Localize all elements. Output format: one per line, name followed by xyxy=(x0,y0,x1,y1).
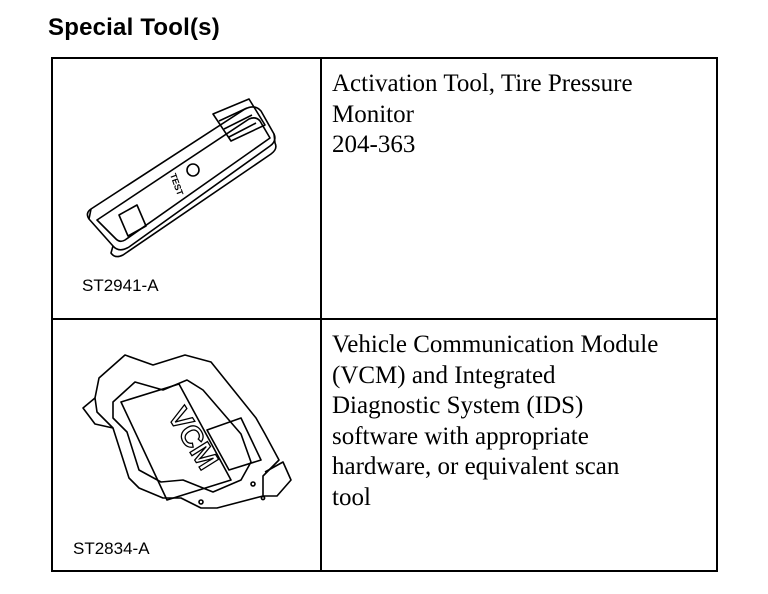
tool-description: Activation Tool, Tire Pressure Monitor 2… xyxy=(332,69,712,161)
table-row: VCM ST2834-A Vehicle Communication Modul… xyxy=(53,320,716,570)
description-line: Monitor xyxy=(332,100,414,128)
description-line: 204-363 xyxy=(332,131,416,158)
description-line: tool xyxy=(332,483,371,511)
section-heading: Special Tool(s) xyxy=(48,14,220,41)
description-line: Vehicle Communication Module xyxy=(332,331,659,358)
vcm-label: VCM xyxy=(161,402,224,476)
figure-id: ST2941-A xyxy=(82,276,159,295)
table-row: TEST ST2941-A Activation Tool, Tire Pres… xyxy=(53,59,716,320)
vcm-module-icon: VCM xyxy=(82,354,292,509)
special-tools-table: TEST ST2941-A Activation Tool, Tire Pres… xyxy=(51,57,718,572)
column-divider xyxy=(320,59,322,570)
tool-description: Vehicle Communication Module (VCM) and I… xyxy=(332,330,712,513)
tool-illustration-cell: TEST ST2941-A xyxy=(53,59,320,318)
test-button-label: TEST xyxy=(168,172,185,198)
figure-id: ST2834-A xyxy=(73,539,150,558)
description-line: (VCM) and Integrated xyxy=(332,361,556,389)
description-line: Diagnostic System (IDS) xyxy=(332,392,584,419)
description-line: Activation Tool, Tire Pressure xyxy=(332,70,633,97)
tpms-activation-tool-icon: TEST xyxy=(86,98,277,258)
description-line: hardware, or equivalent scan xyxy=(332,453,620,480)
tool-illustration-cell: VCM ST2834-A xyxy=(53,320,320,570)
description-line: software with appropriate xyxy=(332,422,589,450)
